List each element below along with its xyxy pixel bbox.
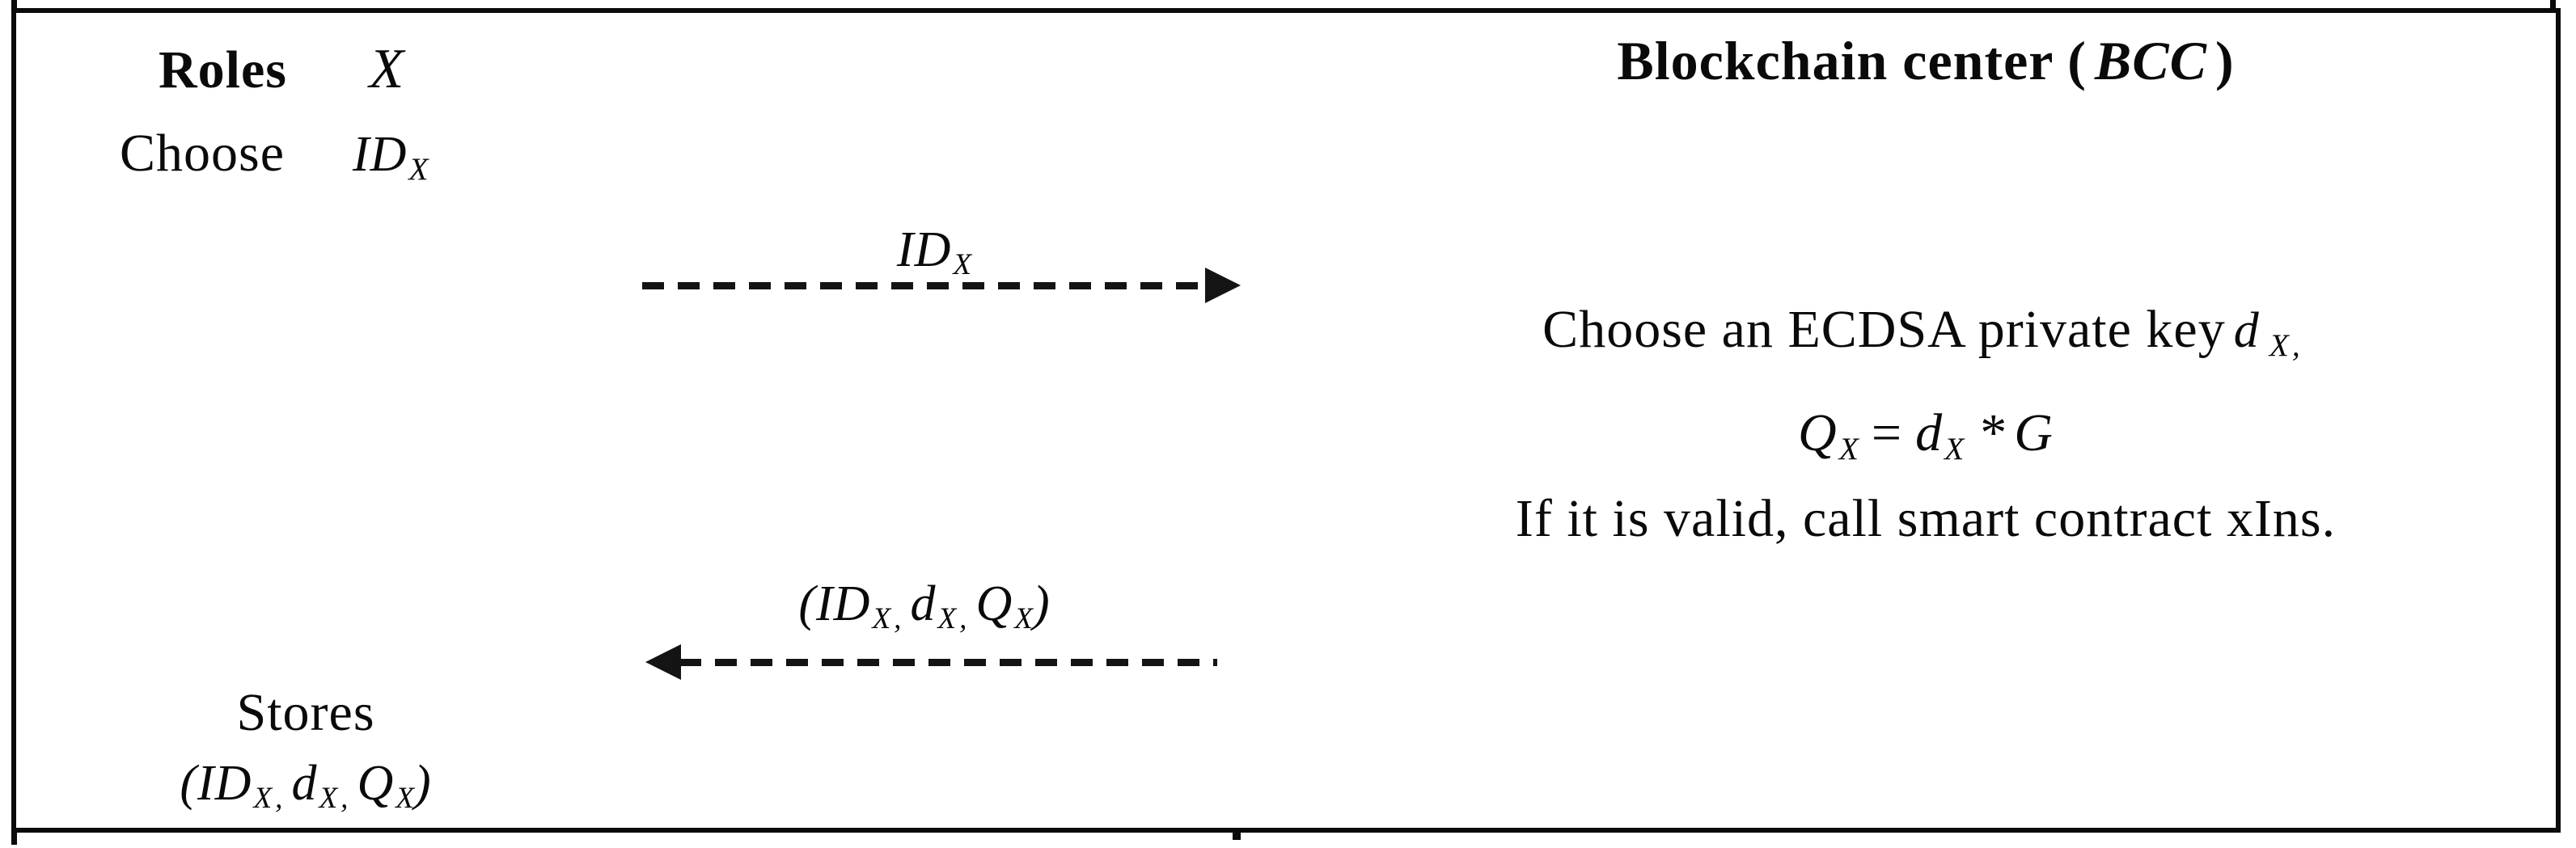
message-1-label: IDX [772,221,1096,282]
q-subscript: X [1014,602,1033,636]
right-actor-title-prefix: Blockchain center ( [1617,30,2087,91]
multiply-asterisk: * [1980,403,2008,462]
stores-label: Stores [79,682,532,744]
d-subscript: X [1944,431,1965,467]
message-2-dashed-line [679,659,1217,666]
open-paren: ( [180,756,198,811]
q-subscript: X [1838,431,1859,467]
d-subscript: X [2269,327,2289,364]
stores-tuple: (IDX,dX,QX) [79,755,532,816]
tick-top-right [2550,0,2556,10]
bcc-step1-text: Choose an ECDSA private key [1542,300,2226,359]
id-subscript: X [408,151,429,188]
id-variable: ID [353,127,408,182]
d-variable: d [291,756,318,811]
bcc-step-line-2: QX=dX*G [1388,403,2464,467]
q-variable: Q [1798,403,1838,462]
id-variable: ID [197,756,252,811]
d-subscript: X [319,782,338,816]
tick-bottom-center [1233,833,1241,840]
q-variable: Q [975,576,1013,631]
comma: , [894,602,903,636]
comma: , [275,782,284,816]
d-subscript: X [937,602,957,636]
q-variable: Q [357,756,395,811]
message-1-dashed-line [642,282,1208,289]
close-paren: ) [413,756,432,811]
left-actor-variable: X [369,38,405,100]
comma: , [959,602,968,636]
arrowhead-left-icon [645,644,681,680]
arrowhead-right-icon [1205,268,1241,303]
tick-bottom-left [11,833,17,845]
message-2-label: (IDX,dX,QX) [682,576,1167,636]
id-variable: ID [896,222,952,277]
stores-text: Stores [236,683,375,742]
right-actor-variable: BCC [2094,30,2207,91]
right-actor-title: Blockchain center (BCC) [1388,29,2464,93]
g-variable: G [2014,403,2054,462]
tick-top-left [11,0,17,10]
bcc-step3-text: If it is valid, call smart contract xIns… [1515,489,2337,548]
diagram-border [11,8,2561,833]
q-subscript: X [395,782,414,816]
id-variable: ID [816,576,871,631]
bcc-step-line-3: If it is valid, call smart contract xIns… [1388,488,2464,550]
d-variable: d [910,576,937,631]
equals-sign: = [1871,403,1903,462]
open-paren: ( [798,576,817,631]
id-subscript: X [953,248,972,282]
choose-label: Choose [120,124,285,183]
id-subscript: X [253,782,273,816]
id-subscript: X [872,602,891,636]
left-step-choose-id: Choose IDX [120,123,429,188]
d-variable: d [2233,303,2260,358]
comma: , [341,782,349,816]
right-actor-title-suffix: ) [2215,30,2235,91]
left-actor-title: Roles X [159,37,404,102]
trailing-comma: , [2291,327,2301,364]
d-variable: d [1915,403,1944,462]
left-actor-title-label: Roles [159,40,287,99]
close-paren: ) [1032,576,1051,631]
